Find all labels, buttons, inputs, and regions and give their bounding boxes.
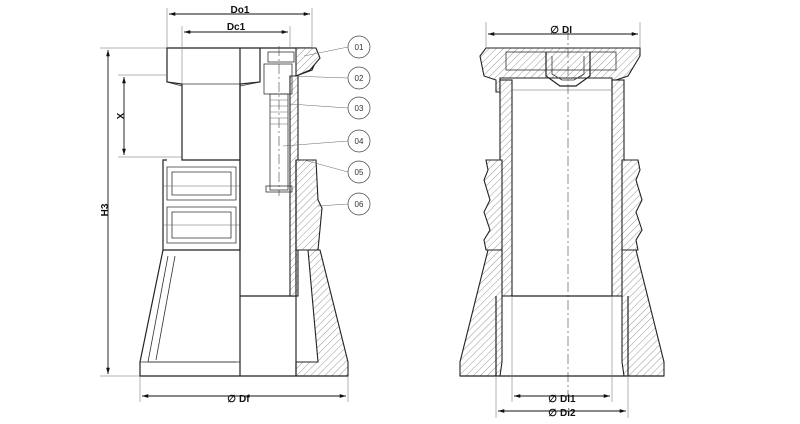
dim-x-label: X xyxy=(116,112,127,119)
callout-05-label: 05 xyxy=(355,168,364,177)
diameter-symbol: ∅ xyxy=(548,394,557,405)
callout-04-label: 04 xyxy=(355,137,364,146)
dim-di1-label: Di1 xyxy=(560,394,576,405)
dim-h3-label: H3 xyxy=(100,203,111,216)
dim-di-label: DI xyxy=(562,25,572,36)
dim-di2-label: Di2 xyxy=(560,408,576,419)
callout-01: 01 xyxy=(347,35,371,59)
dimensions-right xyxy=(485,22,641,418)
callout-06: 06 xyxy=(347,192,371,216)
dim-do1-label: Do1 xyxy=(231,5,250,16)
diameter-symbol: ∅ xyxy=(548,408,557,419)
diameter-symbol: ∅ xyxy=(227,394,236,405)
right-view xyxy=(459,30,665,396)
dim-dc1-label: Dc1 xyxy=(227,22,246,33)
left-view xyxy=(139,46,349,377)
dimensions-left xyxy=(100,8,349,402)
callout-01-label: 01 xyxy=(355,43,364,52)
diameter-symbol: ∅ xyxy=(550,25,559,36)
callout-02: 02 xyxy=(347,66,371,90)
callout-04: 04 xyxy=(347,129,371,153)
dim-df-label: Df xyxy=(239,394,250,405)
callout-leaders xyxy=(282,46,349,207)
callout-06-label: 06 xyxy=(355,200,364,209)
callout-05: 05 xyxy=(347,160,371,184)
callout-02-label: 02 xyxy=(355,74,364,83)
callout-03-label: 03 xyxy=(355,104,364,113)
callout-03: 03 xyxy=(347,96,371,120)
